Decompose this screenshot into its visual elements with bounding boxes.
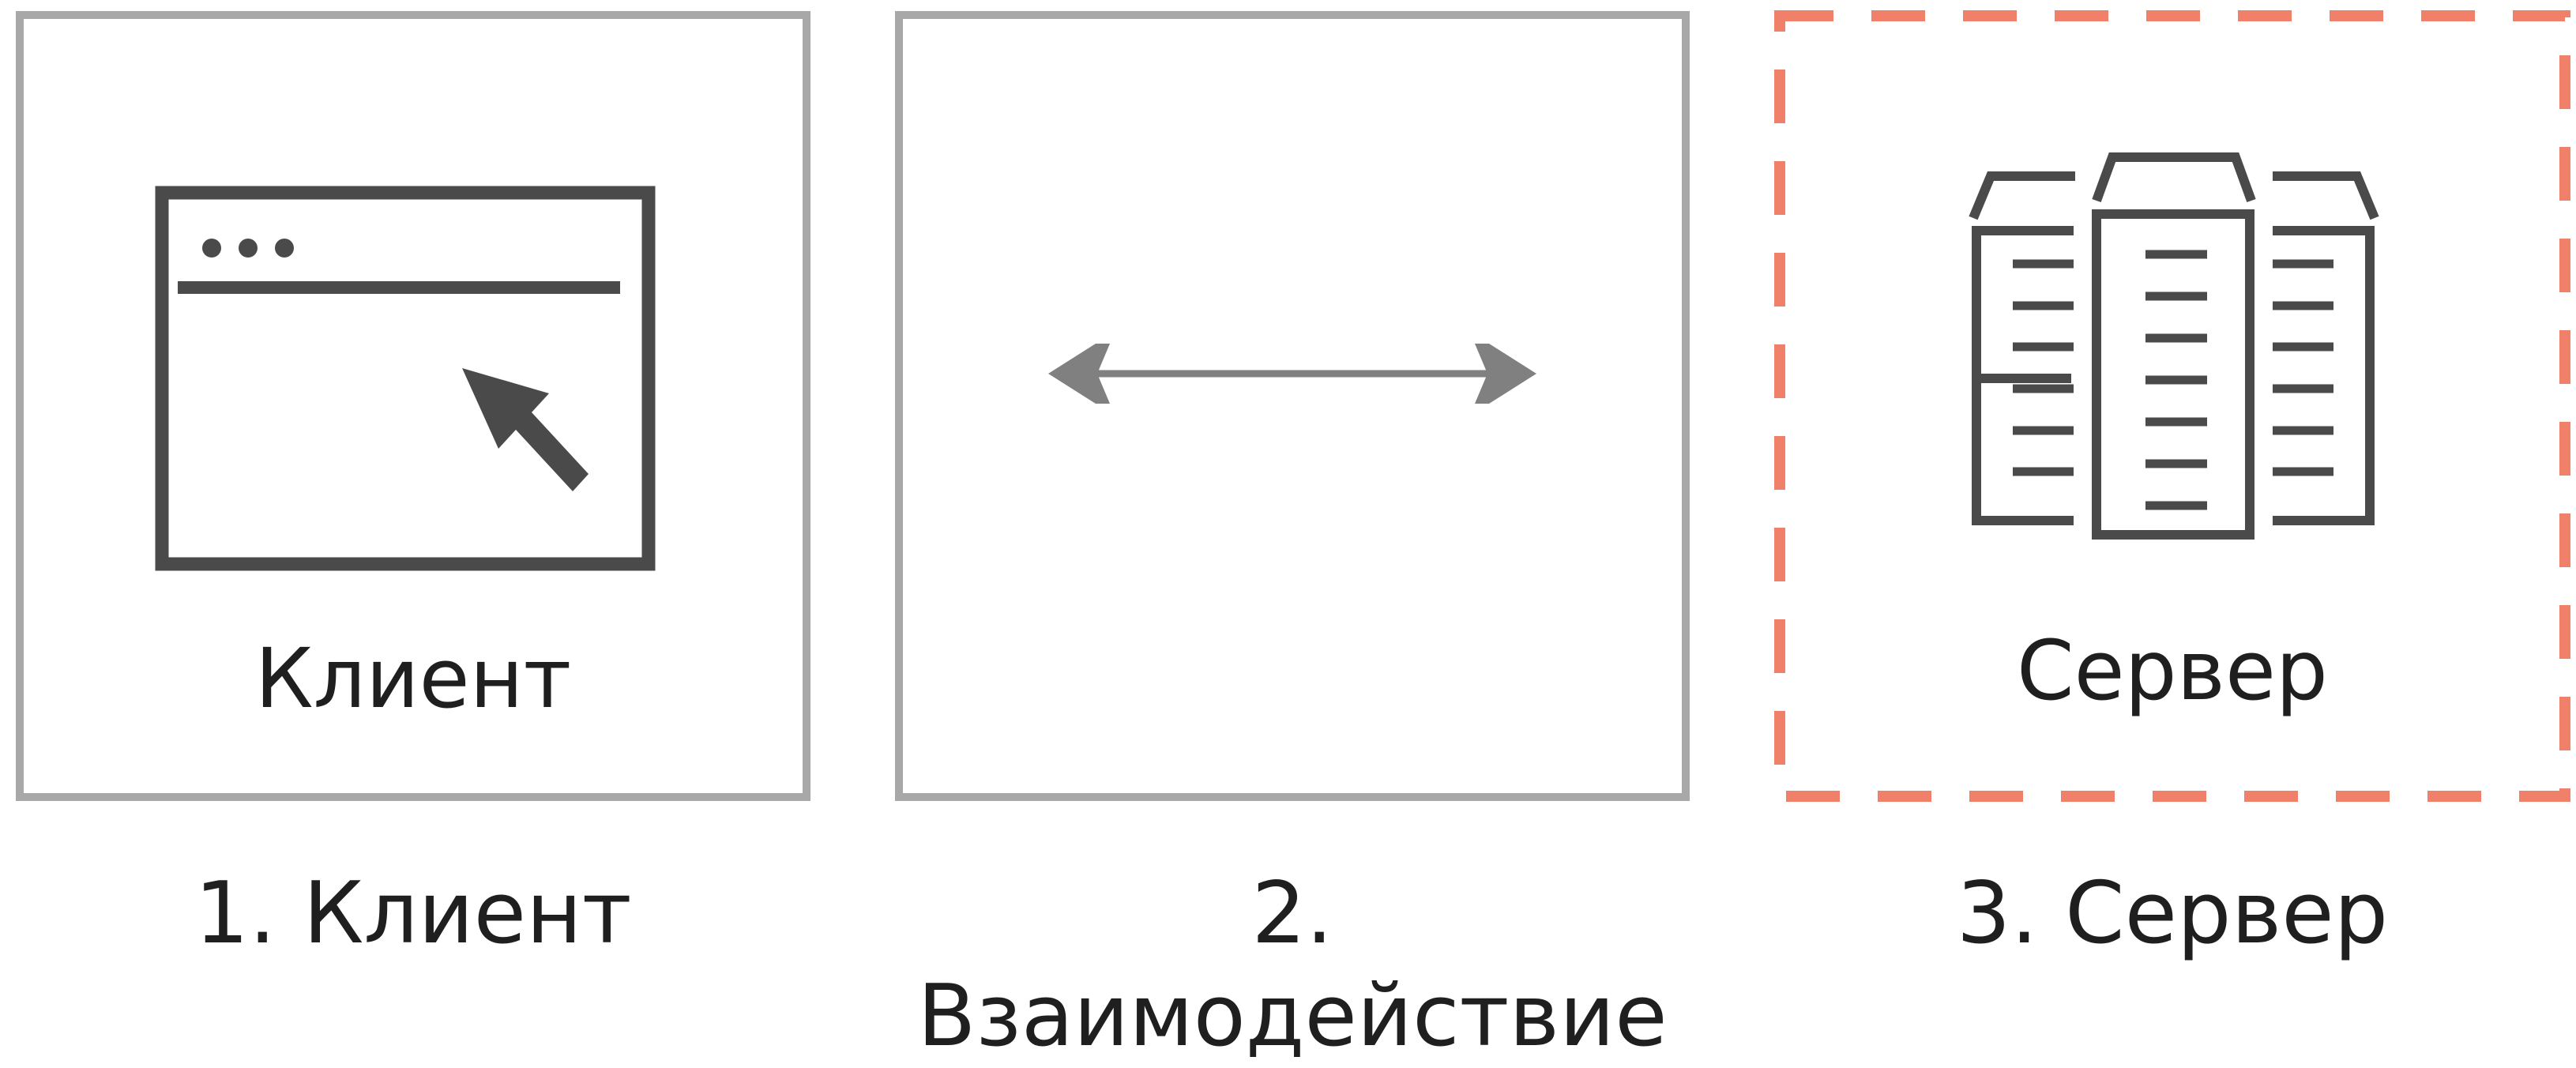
interaction-panel bbox=[895, 11, 1690, 801]
browser-window-icon bbox=[155, 186, 656, 571]
client-panel: Клиент bbox=[16, 11, 810, 801]
server-stack-icon bbox=[1969, 152, 2379, 540]
server-panel: Сервер bbox=[1774, 10, 2570, 802]
server-label: Сервер bbox=[2017, 622, 2328, 719]
bidirectional-arrow-icon bbox=[1048, 344, 1536, 404]
caption-server: 3. Сервер bbox=[1956, 864, 2389, 963]
cursor-icon bbox=[462, 368, 589, 491]
caption-interaction: 2. Взаимодействие bbox=[917, 864, 1668, 1066]
highlight-dashed-border bbox=[1774, 10, 2570, 802]
client-label: Клиент bbox=[254, 630, 572, 727]
caption-client: 1. Клиент bbox=[194, 864, 632, 963]
